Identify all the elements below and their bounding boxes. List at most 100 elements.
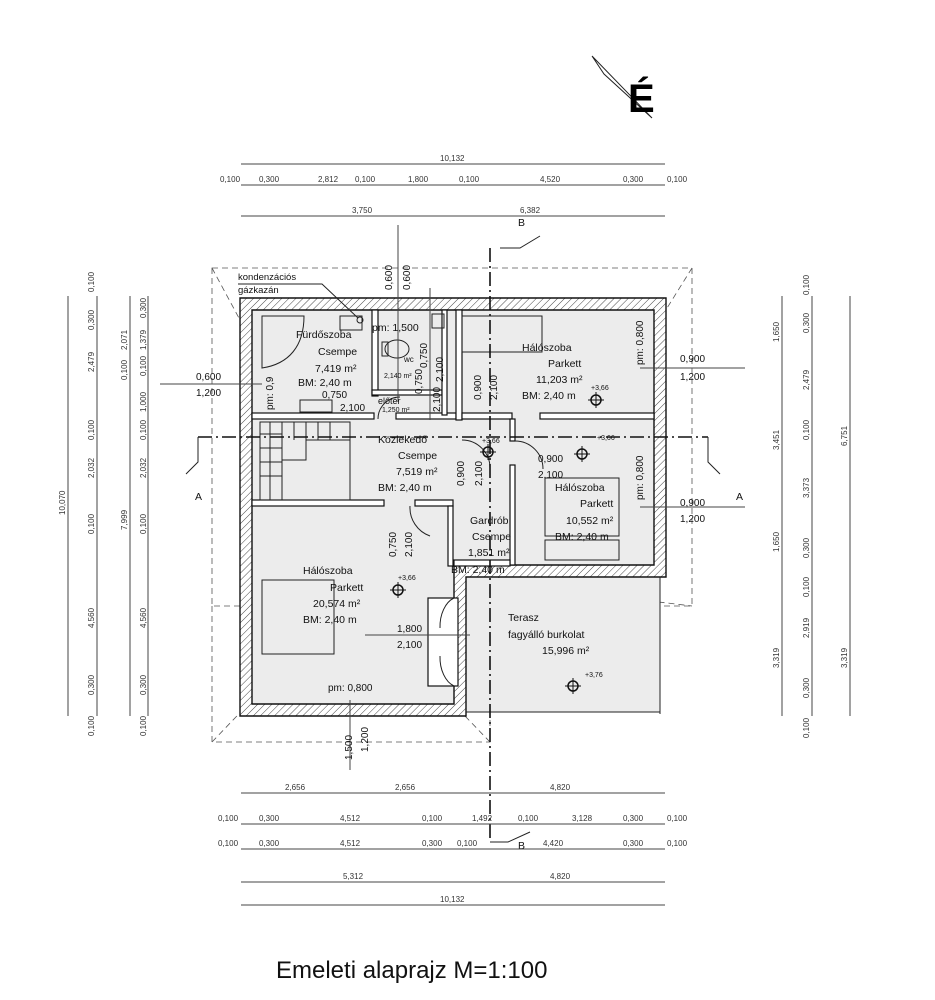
drawing-title: Emeleti alaprajz M=1:100 [276,957,547,984]
dimension-label: 5,312 [343,872,364,881]
bathtub-icon [261,315,305,369]
level-marker-icon [565,678,581,694]
dimension-label: 0,300 [802,677,811,698]
fixtures [259,313,620,687]
opening-dimension: 0,600 [402,265,413,290]
dimension-label: 4,820 [550,783,571,792]
opening-dimension: 2,100 [397,640,422,651]
dimension-label: 0,100 [802,419,811,440]
dimension-label: 1,800 [408,175,429,184]
room-bedroom-1: Hálószoba Parkett 11,203 m² BM: 2,40 m [522,342,583,402]
dimension-label: 0,300 [623,814,644,823]
bed-icon-3 [544,477,620,537]
dimension-label: 0,100 [87,419,96,440]
dimension-label: 0,100 [139,419,148,440]
dimension-label: 2,479 [87,351,96,372]
dimension-label: 3,319 [772,647,781,668]
dimension-label: 3,750 [352,206,373,215]
dimension-label: 0,300 [139,297,148,318]
dimension-label: 0,100 [802,576,811,597]
dimension-label: 0,300 [259,814,280,823]
dimension-label: 0,300 [802,312,811,333]
room-name: Fürdőszoba [296,329,352,341]
toilet-icon [384,339,410,359]
section-lines: A A B B [185,217,743,852]
opening-dimension: 0,750 [322,390,347,401]
dimension-label: 0,100 [139,513,148,534]
dimension-label: 6,751 [840,425,849,446]
dimension-label: 0,300 [259,175,280,184]
section-b-label-bottom: B [518,840,525,852]
dimension-label: 0,100 [87,271,96,292]
dimension-label: 7,999 [120,509,129,530]
dimension-label: 1,650 [772,321,781,342]
opening-dimension: 2,100 [340,403,365,414]
opening-dimension: 1,200 [680,514,705,525]
opening-dimension: 2,100 [435,357,446,382]
dimension-label: 0,100 [457,839,478,848]
dimension-label: 4,820 [550,872,571,881]
room-floor: Parkett [580,498,613,510]
opening-dimension: 1,200 [360,727,371,752]
dimension-label: 0,100 [220,175,241,184]
level-marker-icon [480,444,496,460]
opening-dimension: 0,600 [196,372,221,383]
room-area: 1,851 m² [468,547,510,559]
dimension-label: 1,650 [772,531,781,552]
room-floor: Parkett [548,358,581,370]
dimension-label: 0,300 [87,674,96,695]
dimension-label: 0,300 [623,175,644,184]
room-area: 11,203 m² [536,374,583,386]
room-area: 15,996 m² [542,645,590,657]
level-marker-label: +3,66 [482,438,500,445]
dimension-label: 0,100 [120,359,129,380]
dimension-label: 3,451 [772,429,781,450]
room-floor: Csempe [318,346,357,358]
section-a-label-right: A [736,491,743,503]
opening-dimension: 1,500 [344,735,355,760]
room-name: Hálószoba [522,342,572,354]
room-bathroom: Fürdőszoba Csempe 7,419 m² BM: 2,40 m [296,329,357,389]
opening-dimension: 0,900 [680,498,705,509]
room-height: BM: 2,40 m [555,531,609,543]
opening-dimension: 0,900 [538,454,563,465]
dimension-label: 2,656 [395,783,416,792]
dimension-label: 0,100 [87,715,96,736]
dimension-label: 4,520 [540,175,561,184]
dimension-label: 0,100 [422,814,443,823]
dimension-label: 1,000 [139,391,148,412]
dimension-label: 2,032 [139,457,148,478]
dimension-label: 10,070 [58,490,67,515]
dimension-label: 0,300 [422,839,443,848]
room-height: BM: 2,40 m [451,564,505,576]
room-wc: pm: 1,500 wc 2,140 m² [372,322,419,380]
dimension-label: 0,100 [667,814,688,823]
dimension-label: 0,100 [139,715,148,736]
dimension-label: 2,071 [120,329,129,350]
level-marker-label: +3,66 [398,575,416,582]
dimension-label: 4,420 [543,839,564,848]
boiler-label: gázkazán [238,285,279,296]
dimension-label: 0,300 [259,839,280,848]
dimension-label: 10,132 [440,895,465,904]
dimension-label: 0,300 [623,839,644,848]
level-marker-icon [588,392,604,408]
boiler-icon [339,315,363,331]
window-sill-label: pm: 0,800 [635,455,646,500]
level-marker-icon [390,582,406,598]
room-height: BM: 2,40 m [298,377,352,389]
room-bedroom-2: Hálószoba Parkett 10,552 m² BM: 2,40 m [555,482,614,543]
dimension-label: 2,656 [285,783,306,792]
dimension-label: 0,100 [802,274,811,295]
dimension-label: 3,128 [572,814,593,823]
level-marker-label: +3,66 [597,435,615,442]
dimension-label: 0,100 [518,814,539,823]
dimension-label: 2,812 [318,175,339,184]
level-marker-label: +3,66 [591,385,609,392]
dimension-label: 4,512 [340,814,361,823]
opening-dimension: 0,600 [384,265,395,290]
dimension-label: 3,373 [802,477,811,498]
opening-dimension: 0,900 [680,354,705,365]
dimension-label: 1,492 [472,814,493,823]
